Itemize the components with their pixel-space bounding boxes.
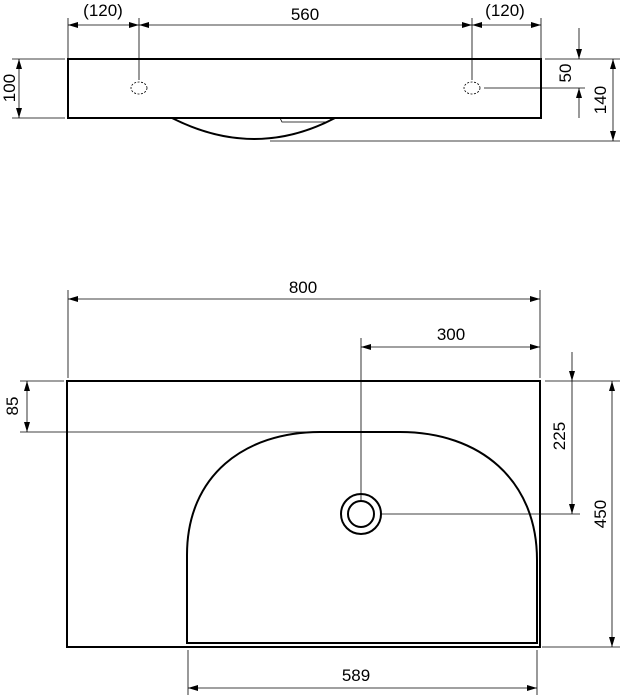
dim-left-offset-label: (120) <box>83 1 123 20</box>
dim-width-label: 800 <box>289 278 317 297</box>
tap-hole-left <box>130 81 148 95</box>
dim-hole-spacing-label: 560 <box>291 5 319 24</box>
dim-total-height-label: 140 <box>591 86 610 114</box>
tap-hole-right <box>463 81 481 95</box>
bowl-underside <box>171 117 336 140</box>
dim-right-offset-label: (120) <box>485 1 525 20</box>
dim-hole-height-label: 50 <box>556 64 575 83</box>
top-view: 800 300 85 225 450 589 <box>3 278 620 695</box>
dim-height-label: 100 <box>0 74 19 102</box>
dim-bowl-width-label: 589 <box>342 666 370 685</box>
dim-drain-depth-label: 225 <box>550 422 569 450</box>
bowl-outline <box>186 431 538 644</box>
dim-bowl-offset-label: 85 <box>3 397 22 416</box>
dim-drain-offset-label: 300 <box>437 325 465 344</box>
drain-inner <box>347 500 375 528</box>
dim-depth-label: 450 <box>591 500 610 528</box>
basin-side-outline <box>67 58 542 119</box>
drain-underside <box>279 117 333 123</box>
side-view: (120) 560 (120) 100 50 140 <box>0 1 620 142</box>
